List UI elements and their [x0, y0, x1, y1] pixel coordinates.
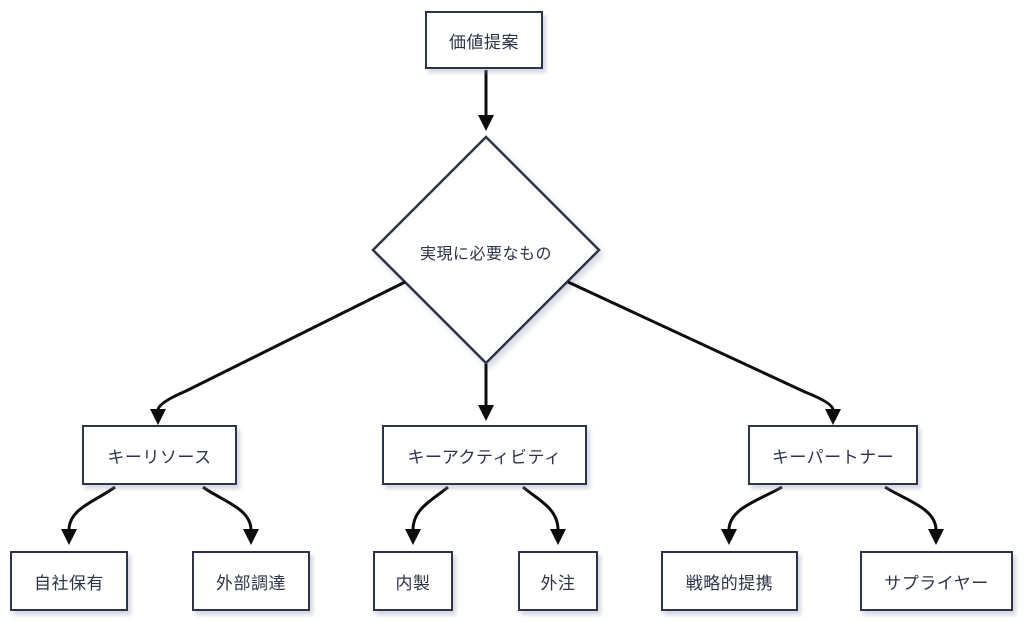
node-key-activities: キーアクティビティ: [382, 425, 587, 485]
node-supplier: サプライヤー: [860, 551, 1013, 611]
node-key-partners: キーパートナー: [748, 425, 918, 485]
edge-diamond-to-key-resources: [150, 280, 406, 425]
edge-key-partners-to-supplier: [884, 485, 944, 545]
node-value-proposition: 価値提案: [425, 11, 543, 69]
node-external-procurement: 外部調達: [192, 551, 310, 611]
node-in-house-production: 内製: [373, 551, 453, 611]
node-needed-for-realization-label: 実現に必要なもの: [419, 244, 552, 263]
edge-key-partners-to-strategic-alliance: [721, 485, 783, 545]
diamond-needed-for-realization: [371, 135, 601, 365]
node-outsourcing: 外注: [518, 551, 598, 611]
node-in-house-ownership: 自社保有: [10, 551, 128, 611]
edge-key-resources-to-in-house-ownership: [61, 485, 116, 545]
node-key-resources: キーリソース: [82, 425, 237, 485]
node-strategic-alliance: 戦略的提携: [661, 551, 798, 611]
edge-diamond-to-key-partners: [567, 280, 841, 425]
edge-key-resources-to-external-procurement: [202, 485, 259, 545]
edge-key-activities-to-outsourcing: [522, 485, 566, 545]
edge-key-activities-to-in-house-production: [405, 485, 449, 545]
